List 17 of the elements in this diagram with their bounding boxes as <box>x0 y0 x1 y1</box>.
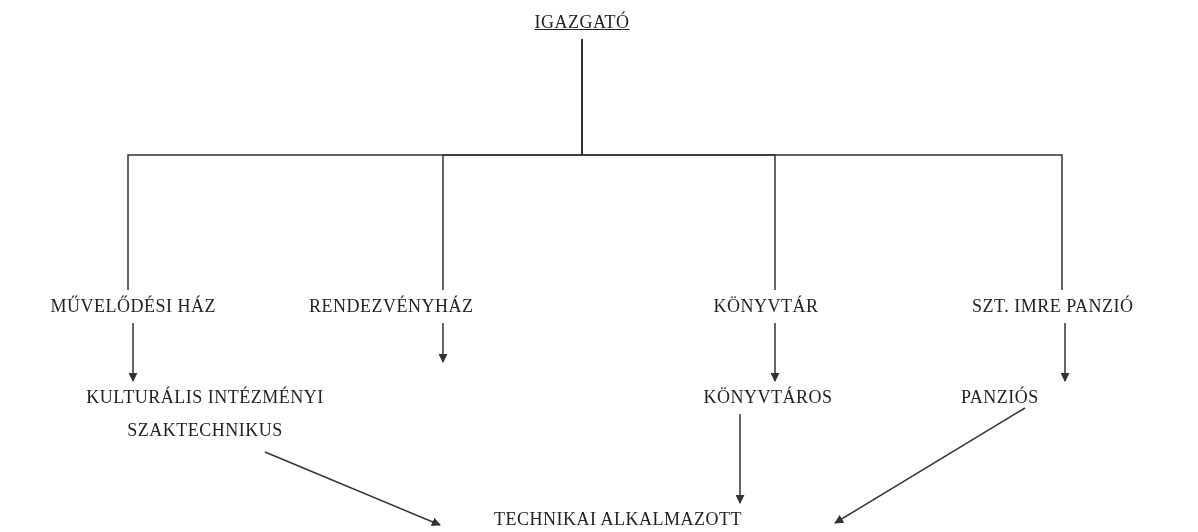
arrow <box>128 322 138 382</box>
arrow <box>1060 322 1070 382</box>
unit-label: KÖNYVTÁROS <box>703 381 833 414</box>
unit-label: SZT. IMRE PANZIÓ <box>972 290 1134 323</box>
unit-label: TECHNIKAI ALKALMAZOTT <box>494 503 742 532</box>
arrow <box>735 413 745 504</box>
unit-label: PANZIÓS <box>961 381 1039 414</box>
unit-label: KULTURÁLIS INTÉZMÉNYI SZAKTECHNIKUS <box>40 381 370 447</box>
arrow <box>438 322 448 363</box>
connector-line <box>581 38 1063 291</box>
arrow <box>834 407 1026 524</box>
unit-label: RENDEZVÉNYHÁZ <box>309 290 474 323</box>
arrow <box>264 451 441 527</box>
head-title: IGAZGATÓ <box>534 6 630 39</box>
arrow <box>770 322 780 382</box>
unit-label: KÖNYVTÁR <box>713 290 819 323</box>
unit-label: MŰVELŐDÉSI HÁZ <box>50 290 216 323</box>
